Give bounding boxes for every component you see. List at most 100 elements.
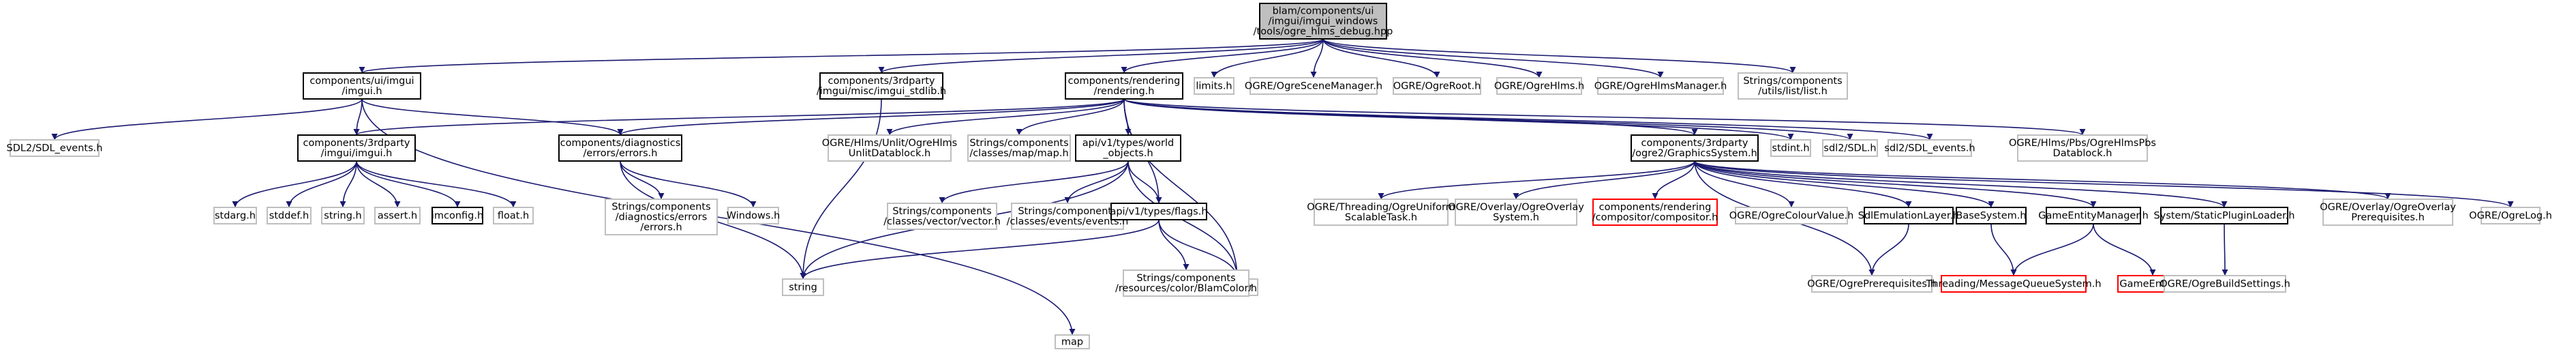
node-world_objects[interactable]: api/v1/types/world_objects.h bbox=[1075, 134, 1181, 162]
node-graphics[interactable]: components/3rdparty/ogre2/GraphicsSystem… bbox=[1631, 134, 1759, 162]
edge-rendering-to-maph bbox=[1016, 98, 1125, 136]
node-box bbox=[303, 72, 421, 100]
edge-graphics-to-colour bbox=[1694, 160, 1795, 208]
node-staticplugin[interactable]: System/StaticPluginLoader.h bbox=[2154, 207, 2295, 224]
node-stringnode[interactable]: string bbox=[782, 278, 824, 296]
node-label-line: /classes/events/events.h bbox=[1007, 216, 1129, 227]
edge-graphics-to-gem bbox=[1694, 160, 2097, 208]
edge-root-to-hlmsmgr bbox=[1322, 38, 1664, 78]
node-imgui3rd[interactable]: components/3rdparty/imgui/imgui.h bbox=[297, 134, 416, 162]
node-imconfig[interactable]: imconfig.h bbox=[431, 207, 483, 224]
edge-rendering-to-vectornode bbox=[1123, 98, 1241, 280]
edge-root-to-ui_imgui bbox=[359, 38, 1324, 74]
node-box bbox=[374, 207, 421, 224]
node-buildsettings[interactable]: OGRE/OgreBuildSettings.h bbox=[2160, 275, 2290, 293]
edge-graphics-to-compositor bbox=[1652, 160, 1695, 200]
node-box bbox=[1941, 275, 2087, 293]
node-box bbox=[1597, 77, 1724, 95]
node-colour[interactable]: OGRE/OgreColourValue.h bbox=[1729, 207, 1854, 224]
node-eventsh[interactable]: Strings/components/classes/events/events… bbox=[1007, 203, 1129, 230]
node-sdlemu[interactable]: SdlEmulationLayer.h bbox=[1858, 207, 1960, 224]
node-windows[interactable]: Windows.h bbox=[727, 207, 781, 224]
node-stddef[interactable]: stddef.h bbox=[267, 207, 312, 224]
node-sdl2_events[interactable]: sdl2/SDL_events.h bbox=[1884, 139, 1975, 157]
node-gem[interactable]: GameEntityManager.h bbox=[2038, 207, 2149, 224]
node-rendering[interactable]: components/rendering/rendering.h bbox=[1065, 72, 1183, 100]
node-label-line: limits.h bbox=[1196, 81, 1232, 92]
node-box bbox=[782, 278, 824, 296]
node-compositor[interactable]: components/rendering/compositor/composit… bbox=[1592, 199, 1718, 226]
edge-flags-to-stringnode bbox=[800, 219, 1160, 280]
node-maph[interactable]: Strings/components/classes/map/map.h bbox=[967, 134, 1071, 162]
node-box bbox=[1770, 139, 1811, 157]
node-label-line: assert.h bbox=[378, 211, 417, 222]
node-label-line: api/v1/types/world bbox=[1082, 138, 1174, 149]
node-box bbox=[1864, 207, 1954, 224]
node-box bbox=[213, 207, 257, 224]
edge-staticplugin-to-buildsettings bbox=[2222, 223, 2228, 276]
node-label-line: /ogre2/GraphicsSystem.h bbox=[1632, 148, 1757, 159]
node-ogreroot[interactable]: OGRE/OgreRoot.h bbox=[1393, 77, 1481, 95]
node-ogreprereq[interactable]: OGRE/OgrePrerequisites.h bbox=[1807, 275, 1937, 293]
node-box bbox=[2160, 207, 2288, 224]
node-label-line: Datablock.h bbox=[2053, 148, 2112, 159]
edge-root-to-ogreroot bbox=[1322, 38, 1440, 78]
node-label-line: OGRE/OgreLog.h bbox=[2469, 211, 2552, 222]
node-box bbox=[1631, 134, 1759, 162]
node-label-line: string bbox=[789, 282, 817, 293]
node-ogrelog[interactable]: OGRE/OgreLog.h bbox=[2469, 207, 2552, 224]
node-ui_imgui[interactable]: components/ui/imgui/imgui.h bbox=[303, 72, 421, 100]
node-asserth[interactable]: assert.h bbox=[374, 207, 421, 224]
node-stdarg[interactable]: stdarg.h bbox=[213, 207, 257, 224]
node-ogrehlms[interactable]: OGRE/OgreHlms.h bbox=[1494, 77, 1584, 95]
edge-graphics-to-threading bbox=[1378, 160, 1695, 200]
node-scenemgr[interactable]: OGRE/OgreSceneManager.h bbox=[1245, 77, 1382, 95]
node-basesys[interactable]: BaseSystem.h bbox=[1956, 207, 2027, 224]
node-root[interactable]: blam/components/ui/imgui/imgui_windows/t… bbox=[1254, 3, 1393, 40]
edge-graphics-to-ogrelog bbox=[1694, 160, 2514, 208]
node-mapnode[interactable]: map bbox=[1055, 334, 1090, 349]
node-box bbox=[1822, 139, 1878, 157]
node-msgqueue[interactable]: Threading/MessageQueueSystem.h bbox=[1925, 275, 2102, 293]
node-stringh[interactable]: string.h bbox=[321, 207, 365, 224]
edge-rendering-to-errors bbox=[617, 98, 1125, 136]
node-stdint[interactable]: stdint.h bbox=[1770, 139, 1811, 157]
node-label-line: components/rendering bbox=[1599, 202, 1712, 213]
edge-graphics-to-staticplugin bbox=[1694, 160, 2228, 208]
node-limits[interactable]: limits.h bbox=[1194, 77, 1234, 95]
node-label-line: float.h bbox=[498, 211, 529, 222]
node-vectorh[interactable]: Strings/components/classes/vector/vector… bbox=[883, 203, 1001, 230]
edge-basesys-to-msgqueue bbox=[1990, 223, 2017, 276]
edge-world_objects-to-eventsh bbox=[1064, 160, 1129, 204]
node-label-line: BaseSystem.h bbox=[1956, 211, 2026, 222]
node-sdl2[interactable]: sdl2/SDL.h bbox=[1822, 139, 1878, 157]
node-hlmsmgr[interactable]: OGRE/OgreHlmsManager.h bbox=[1594, 77, 1727, 95]
node-blamcolor[interactable]: Strings/components/resources/color/BlamC… bbox=[1115, 269, 1257, 297]
node-flags[interactable]: api/v1/types/flags.h bbox=[1110, 203, 1208, 220]
node-box bbox=[2481, 207, 2541, 224]
nodes-layer: blam/components/ui/imgui/imgui_windows/t… bbox=[7, 3, 2552, 349]
node-floath[interactable]: float.h bbox=[493, 207, 534, 224]
node-label-line: string.h bbox=[324, 211, 361, 222]
node-label-line: Strings/components bbox=[1018, 206, 1117, 217]
node-label-line: Strings/components bbox=[1136, 273, 1235, 284]
node-label-line: /errors/errors.h bbox=[584, 148, 658, 159]
node-label-line: Prerequisites.h bbox=[2351, 212, 2425, 223]
node-box bbox=[558, 134, 682, 162]
node-errors[interactable]: components/diagnostics/errors/errors.h bbox=[558, 134, 682, 162]
node-box bbox=[1592, 199, 1718, 226]
edge-imgui3rd-to-floath bbox=[356, 160, 517, 208]
node-box bbox=[727, 207, 779, 224]
node-box bbox=[493, 207, 534, 224]
node-imgui_stdlib[interactable]: components/3rdparty/imgui/misc/imgui_std… bbox=[817, 72, 946, 100]
node-sdl_events_l[interactable]: SDL2/SDL_events.h bbox=[7, 139, 103, 157]
node-strerrors[interactable]: Strings/components/diagnostics/errors/er… bbox=[605, 199, 718, 235]
node-label-line: components/rendering bbox=[1068, 76, 1181, 87]
node-listh[interactable]: Strings/components/utils/list/list.h bbox=[1738, 72, 1848, 100]
